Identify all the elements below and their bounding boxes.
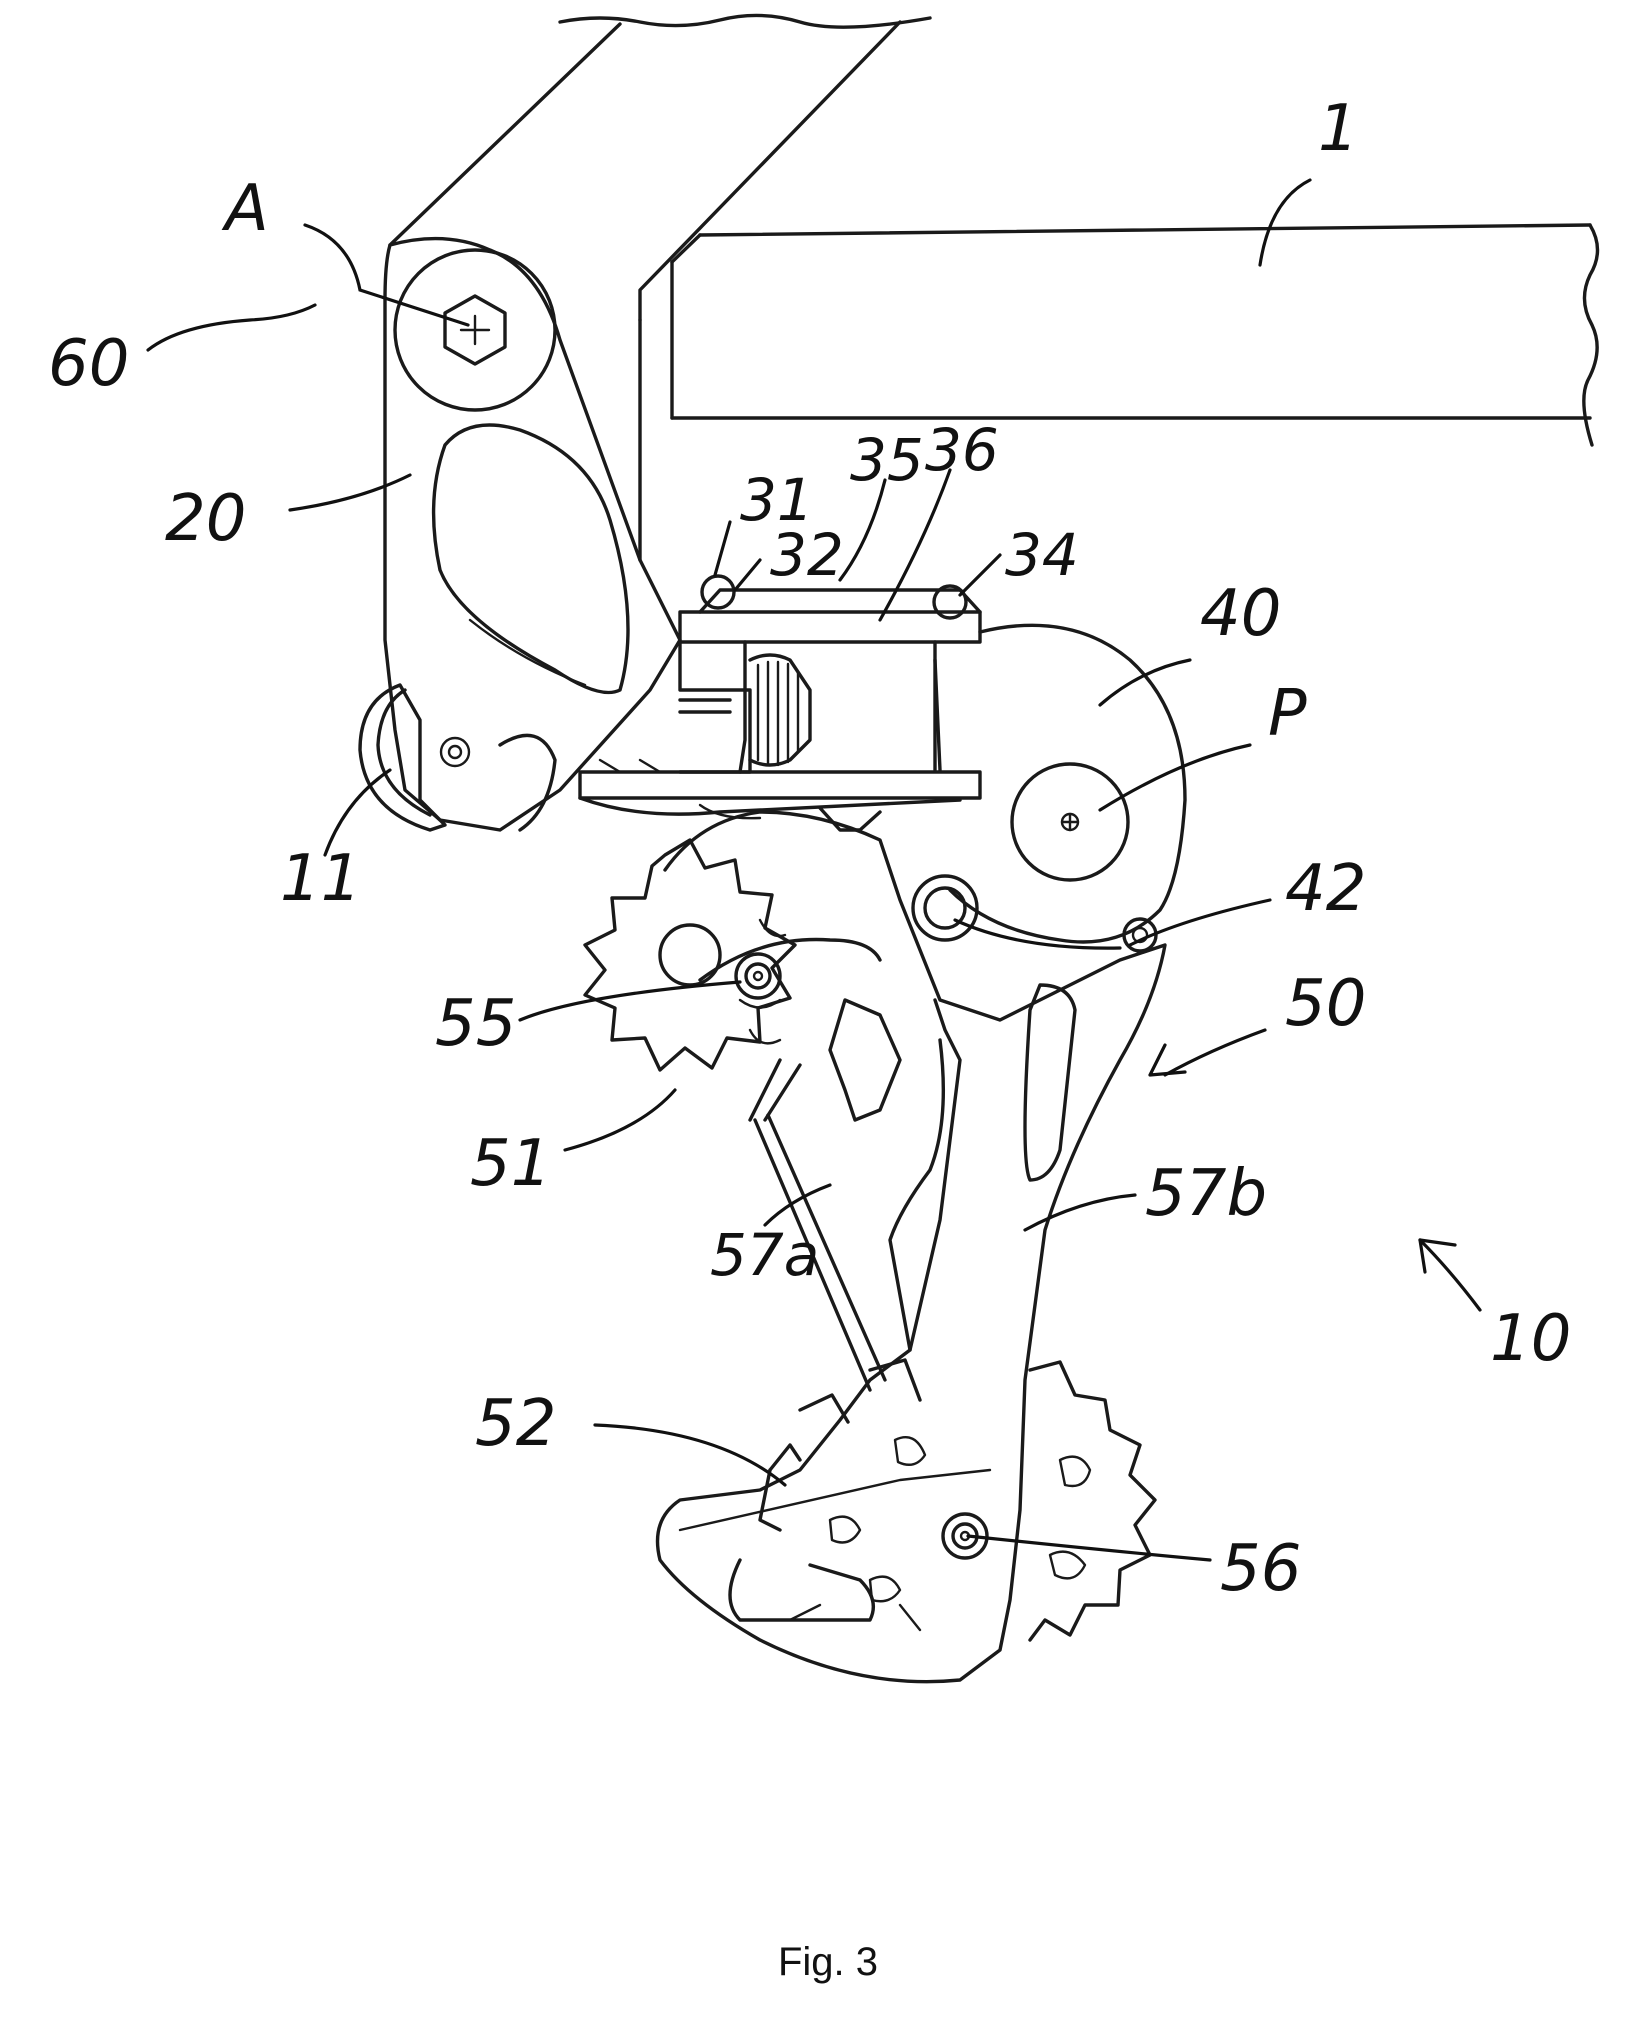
leader-57a: [763, 1183, 832, 1227]
label-51: 51: [470, 1127, 551, 1201]
leader-35: [838, 478, 887, 582]
label-35: 35: [850, 426, 924, 494]
leader-42-a: [1128, 898, 1272, 947]
figure-caption: Fig. 3: [778, 1940, 878, 1984]
label-57b: 57b: [1145, 1157, 1267, 1231]
label-10: 10: [1490, 1302, 1571, 1376]
label-11: 11: [280, 842, 361, 916]
leader-50: [1163, 1028, 1267, 1077]
leader-51: [563, 1088, 677, 1152]
leader-31: [713, 520, 732, 577]
leader-60: [146, 303, 317, 352]
label-52: 52: [475, 1387, 556, 1461]
label-42: 42: [1285, 852, 1366, 926]
leader-40: [1098, 658, 1192, 707]
label-60: 60: [48, 327, 129, 401]
leader-52: [593, 1423, 787, 1487]
leader-P: [1098, 743, 1252, 812]
leader-55: [518, 980, 742, 1022]
label-36: 36: [925, 416, 999, 484]
reference-numerals: 1 A 60 20 31 32 35 36 34 40 P 11 42 55 5…: [48, 92, 1571, 1606]
upper-pulley-51: [583, 838, 797, 1072]
leader-32: [733, 558, 762, 592]
leader-1: [1258, 178, 1312, 267]
lower-pulley-52: [758, 1358, 1157, 1642]
leader-34: [958, 553, 1002, 597]
label-34: 34: [1005, 521, 1079, 589]
label-56: 56: [1220, 1532, 1301, 1606]
base-member-20: [383, 236, 682, 832]
leader-11: [323, 768, 392, 857]
leader-20: [288, 473, 412, 512]
leader-56: [966, 1534, 1212, 1562]
pivot-42: [911, 874, 979, 942]
label-55: 55: [435, 987, 516, 1061]
label-A: A: [221, 172, 269, 246]
movable-member-40: [933, 623, 1187, 953]
label-40: 40: [1200, 577, 1281, 651]
cage-50: [655, 810, 1167, 1684]
leader-lines: [146, 178, 1482, 1562]
label-31: 31: [740, 466, 814, 534]
label-1: 1: [1318, 92, 1359, 166]
frame-member-1: [388, 13, 1600, 562]
arrow-50: [1148, 1043, 1187, 1077]
arrow-10: [1418, 1238, 1457, 1274]
label-50: 50: [1285, 967, 1366, 1041]
leader-36: [878, 468, 952, 622]
label-P: P: [1268, 677, 1307, 751]
leader-10: [1418, 1238, 1482, 1312]
label-20: 20: [165, 482, 246, 556]
label-57a: 57a: [710, 1221, 819, 1289]
parallelogram-linkage: [578, 574, 982, 832]
leader-57b: [1023, 1193, 1137, 1232]
adjuster-11: [358, 683, 557, 832]
label-32: 32: [770, 521, 844, 589]
leader-A: [303, 223, 470, 327]
leader-42-b: [953, 918, 1122, 950]
